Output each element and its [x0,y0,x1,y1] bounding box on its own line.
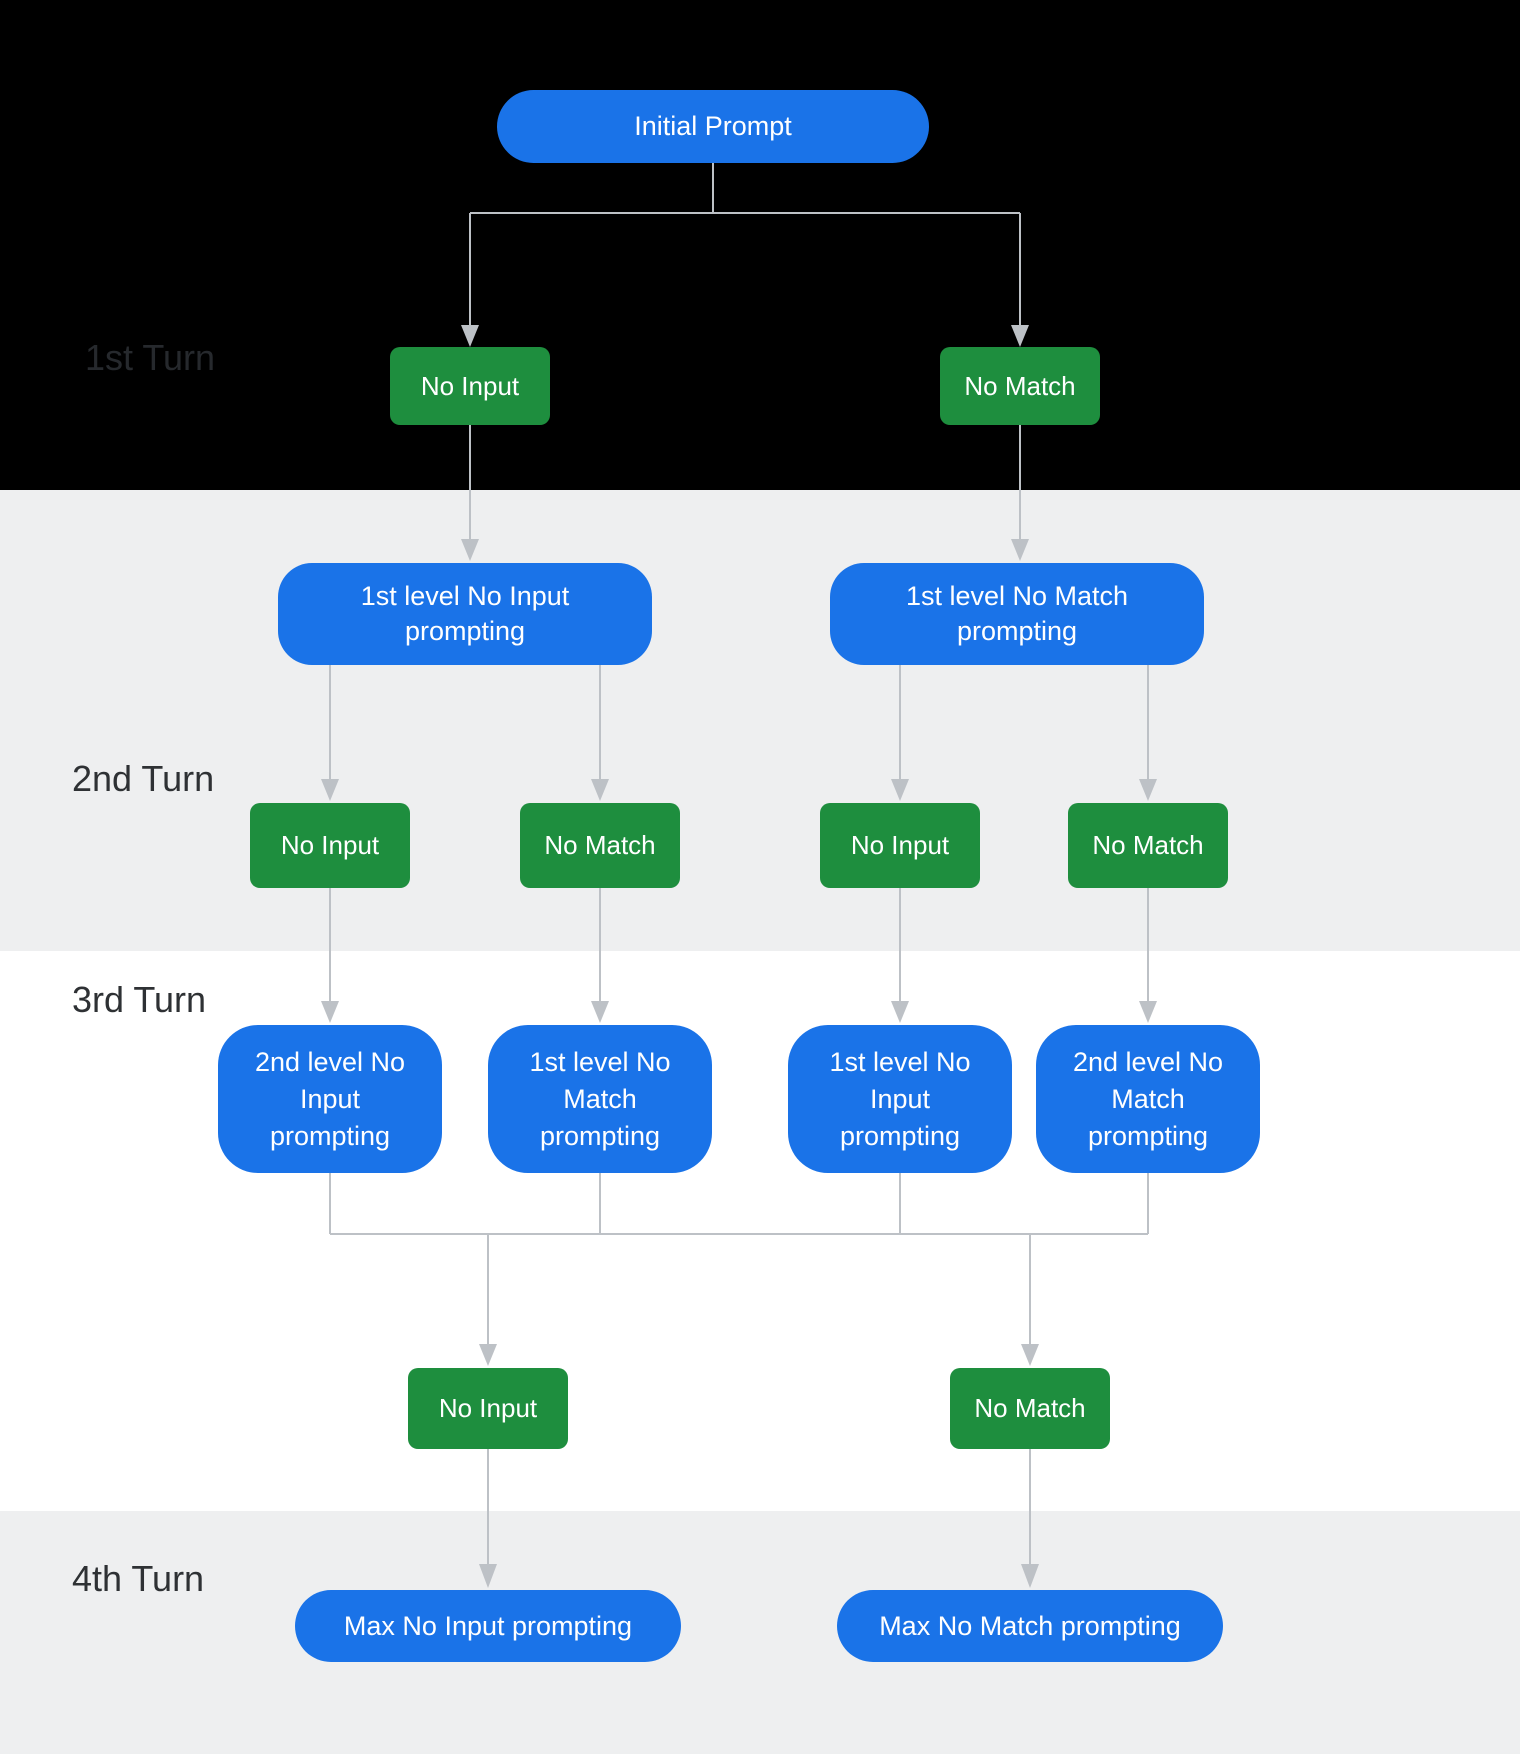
node-turn3-no-input: No Input [408,1368,568,1449]
turn-label-4: 4th Turn [72,1558,205,1599]
node-2nd-level-no-input-prompting: 2nd level No Input prompting [218,1025,442,1173]
node-turn2-no-input-a: No Input [250,803,410,888]
node-initial-prompt: Initial Prompt [497,90,929,163]
node-turn3-no-match: No Match [950,1368,1110,1449]
node-turn2-no-match-a: No Match [520,803,680,888]
node-turn2-no-input-b: No Input [820,803,980,888]
node-2nd-level-no-match-prompting: 2nd level No Match prompting [1036,1025,1260,1173]
node-turn1-no-input: No Input [390,347,550,425]
node-1st-level-no-match-prompting-b: 1st level No Match prompting [488,1025,712,1173]
node-turn2-no-match-b: No Match [1068,803,1228,888]
node-1st-level-no-input-prompting: 1st level No Input prompting [278,563,652,665]
band-turn-4 [0,1511,1520,1754]
turn-label-2: 2nd Turn [72,758,215,799]
band-turn-1 [0,0,1520,490]
node-turn1-no-match: No Match [940,347,1100,425]
turn-label-3: 3rd Turn [72,979,207,1020]
node-max-no-input-prompting: Max No Input prompting [295,1590,681,1662]
node-1st-level-no-input-prompting-b: 1st level No Input prompting [788,1025,1012,1173]
turn-label-1: 1st Turn [85,337,216,378]
node-max-no-match-prompting: Max No Match prompting [837,1590,1223,1662]
node-1st-level-no-match-prompting: 1st level No Match prompting [830,563,1204,665]
